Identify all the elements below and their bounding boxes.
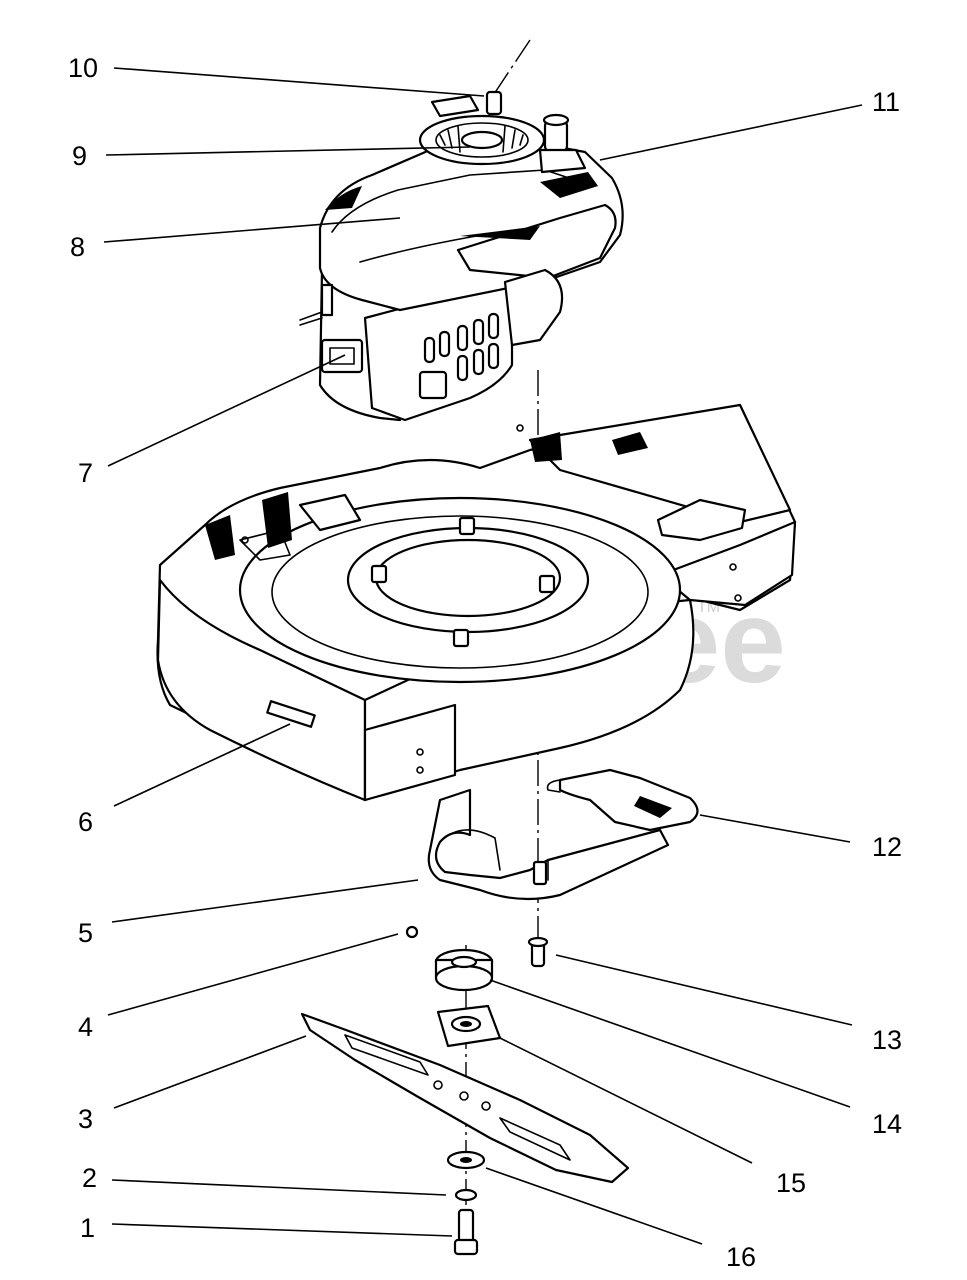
callout-12: 12 <box>872 832 902 862</box>
callout-14: 14 <box>872 1109 902 1139</box>
engine-assembly <box>299 90 624 422</box>
mower-deck <box>156 403 797 802</box>
callout-16: 16 <box>726 1242 756 1272</box>
callout-labels: 1 2 3 4 5 6 7 8 9 10 11 12 13 14 15 16 <box>68 53 902 1272</box>
mower-blade <box>300 1012 630 1184</box>
callout-10: 10 <box>68 53 98 83</box>
callout-3: 3 <box>78 1104 93 1134</box>
callout-6: 6 <box>78 807 93 837</box>
callout-8: 8 <box>70 232 85 262</box>
blade-adapter-spacer <box>434 948 494 992</box>
callout-7: 7 <box>78 458 93 488</box>
dipstick-axis-line <box>489 39 531 101</box>
callout-9: 9 <box>72 141 87 171</box>
lock-washer <box>454 1188 478 1202</box>
key-4 <box>405 925 419 939</box>
callout-13: 13 <box>872 1025 902 1055</box>
callout-5: 5 <box>78 918 93 948</box>
blade-adapter <box>436 1004 502 1048</box>
callout-2: 2 <box>82 1163 97 1193</box>
leader-lines <box>103 67 863 1245</box>
baffle <box>427 788 670 901</box>
callout-1: 1 <box>80 1213 95 1243</box>
callout-11: 11 <box>872 87 900 117</box>
side-baffle <box>546 768 699 832</box>
starter-handle <box>430 94 480 118</box>
blade-bolt <box>453 1208 479 1256</box>
screw-13 <box>527 936 549 968</box>
callout-4: 4 <box>78 1012 93 1042</box>
blade-washer <box>446 1150 486 1170</box>
callout-15: 15 <box>776 1168 806 1198</box>
